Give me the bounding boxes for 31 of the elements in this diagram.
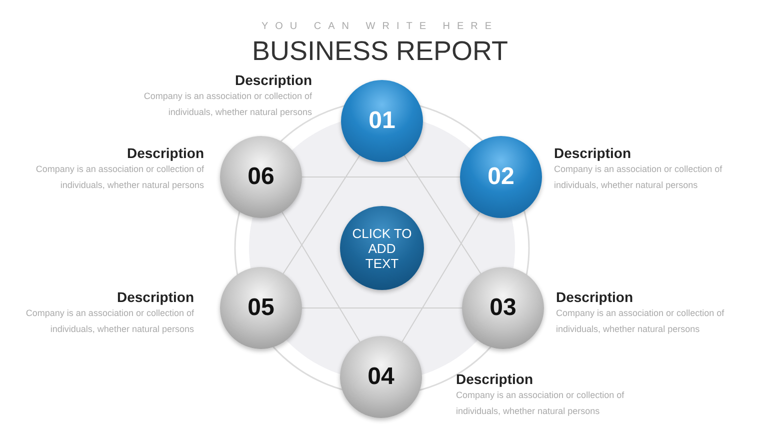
connector-line bbox=[402, 212, 480, 342]
description-text: Company is an association or collection of individuals, whether natural persons bbox=[24, 307, 194, 336]
step-number: 01 bbox=[368, 107, 396, 135]
subtitle: YOU CAN WRITE HERE bbox=[260, 21, 500, 32]
description-heading: Description bbox=[456, 371, 534, 387]
step-number: 04 bbox=[368, 363, 394, 391]
description-text: Company is an association or collection of individuals, whether natural persons bbox=[142, 90, 312, 119]
step-number: 05 bbox=[248, 294, 274, 322]
connector-line bbox=[302, 176, 460, 178]
step-number: 06 bbox=[248, 163, 274, 191]
number-sphere bbox=[341, 80, 423, 162]
title: BUSINESS REPORT bbox=[250, 36, 510, 67]
number-sphere bbox=[462, 267, 544, 349]
description-heading: Description bbox=[126, 145, 204, 161]
description-text: Company is an association or collection of individuals, whether natural persons bbox=[554, 163, 724, 192]
number-sphere bbox=[220, 267, 302, 349]
step-number: 03 bbox=[490, 294, 516, 322]
description-heading: Description bbox=[234, 72, 312, 88]
center-text: CLICK TO ADD TEXT bbox=[351, 226, 413, 270]
number-sphere bbox=[460, 136, 542, 218]
connector-line bbox=[282, 212, 360, 342]
description-text: Company is an association or collection of individuals, whether natural persons bbox=[34, 163, 204, 192]
description-heading: Description bbox=[116, 289, 194, 305]
description-heading: Description bbox=[556, 289, 634, 305]
connector-line bbox=[282, 154, 360, 274]
description-text: Company is an association or collection of individuals, whether natural persons bbox=[556, 307, 726, 336]
connector-line bbox=[404, 154, 482, 274]
step-number: 02 bbox=[488, 163, 514, 191]
number-sphere bbox=[220, 136, 302, 218]
description-heading: Description bbox=[554, 145, 632, 161]
description-text: Company is an association or collection of individuals, whether natural persons bbox=[456, 389, 626, 418]
